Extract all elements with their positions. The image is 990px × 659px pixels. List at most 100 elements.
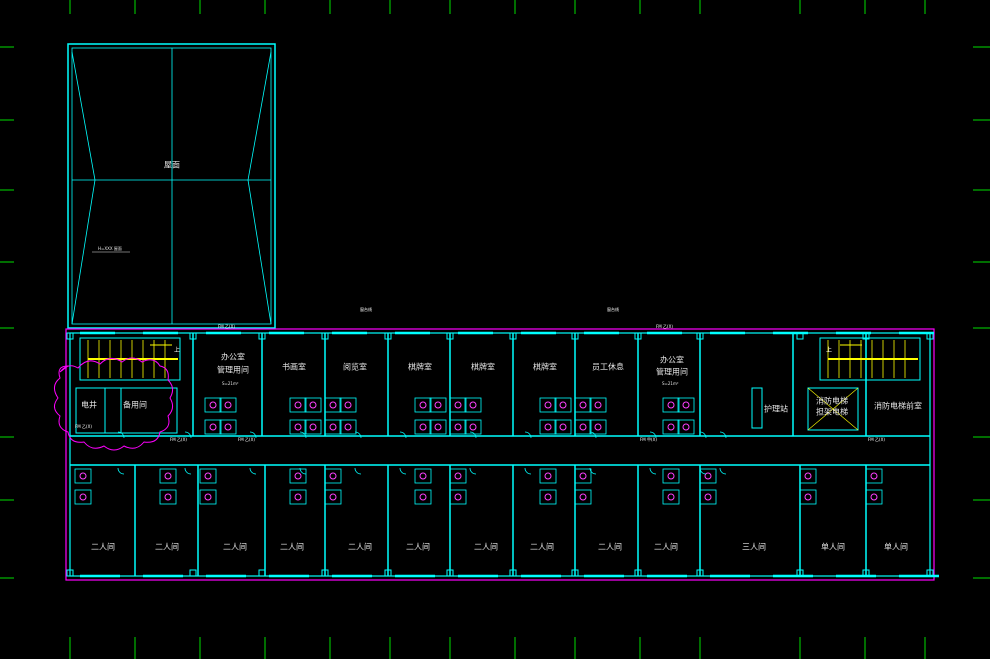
toilet-fixture [454,423,462,431]
bathroom [324,397,342,413]
bathroom [589,419,607,435]
door-swing [184,431,192,439]
toilet-fixture [804,472,812,480]
toilet-fixture [209,423,217,431]
toilet-fixture [164,493,172,501]
bathroom [414,397,432,413]
toilet-fixture [204,472,212,480]
bathroom [304,419,322,435]
bathroom [449,489,467,505]
roof-outline-inner [71,47,272,325]
column [384,332,392,340]
column [696,332,704,340]
door-swing [117,431,125,439]
door-swing [469,431,477,439]
bathroom [799,489,817,505]
toilet-fixture [164,472,172,480]
door-swing [719,467,727,475]
door-swing [699,431,707,439]
toilet-fixture [544,472,552,480]
toilet-fixture [594,401,602,409]
toilet-fixture [579,472,587,480]
toilet-fixture [544,493,552,501]
bathroom [429,419,447,435]
bathroom [554,419,572,435]
column [446,332,454,340]
column [862,569,870,577]
toilet-fixture [294,493,302,501]
bathroom [574,419,592,435]
bathroom [414,419,432,435]
toilet-fixture [329,472,337,480]
bathroom [662,397,680,413]
bathroom [574,468,592,484]
toilet-fixture [544,423,552,431]
toilet-fixture [434,401,442,409]
bathroom [204,419,222,435]
column [634,569,642,577]
bathroom [289,468,307,484]
bathroom [289,419,307,435]
column [926,569,934,577]
door-swing [469,467,477,475]
toilet-fixture [667,493,675,501]
toilet-fixture [209,401,217,409]
door-swing [524,467,532,475]
door-swing [117,467,125,475]
revision-cloud [54,357,174,451]
toilet-fixture [579,401,587,409]
door-swing [249,431,257,439]
toilet-fixture [594,423,602,431]
toilet-fixture [204,493,212,501]
toilet-fixture [419,493,427,501]
toilet-fixture [804,493,812,501]
bathroom [219,397,237,413]
bathroom [464,397,482,413]
column [321,569,329,577]
storage-room [104,387,178,434]
bathroom [589,397,607,413]
toilet-fixture [344,401,352,409]
door-swing [719,431,727,439]
toilet-fixture [682,401,690,409]
toilet-fixture [667,472,675,480]
elevator-shaft [807,387,859,431]
column [258,569,266,577]
door-swing [589,467,597,475]
bathroom [464,419,482,435]
toilet-fixture [559,401,567,409]
toilet-fixture [294,401,302,409]
bathroom [449,419,467,435]
bathroom [289,397,307,413]
bathroom [799,468,817,484]
bathroom [324,419,342,435]
toilet-fixture [294,423,302,431]
door-swing [354,431,362,439]
column [258,332,266,340]
bathroom [339,419,357,435]
toilet-fixture [704,472,712,480]
toilet-fixture [579,493,587,501]
bathroom [324,489,342,505]
bathroom [677,419,695,435]
bathroom [574,489,592,505]
bathroom [662,468,680,484]
shaft-room [75,387,122,434]
bathroom [865,468,883,484]
toilet-fixture [704,493,712,501]
roof-outline [67,43,276,329]
column [66,332,74,340]
bathroom [865,489,883,505]
toilet-fixture [309,423,317,431]
bathroom [539,419,557,435]
door-swing [354,467,362,475]
toilet-fixture [667,401,675,409]
bathroom [662,489,680,505]
bathroom [159,489,177,505]
column [571,569,579,577]
bathroom [74,489,92,505]
door-swing [299,467,307,475]
bathroom [539,468,557,484]
column [321,332,329,340]
bathroom [304,397,322,413]
